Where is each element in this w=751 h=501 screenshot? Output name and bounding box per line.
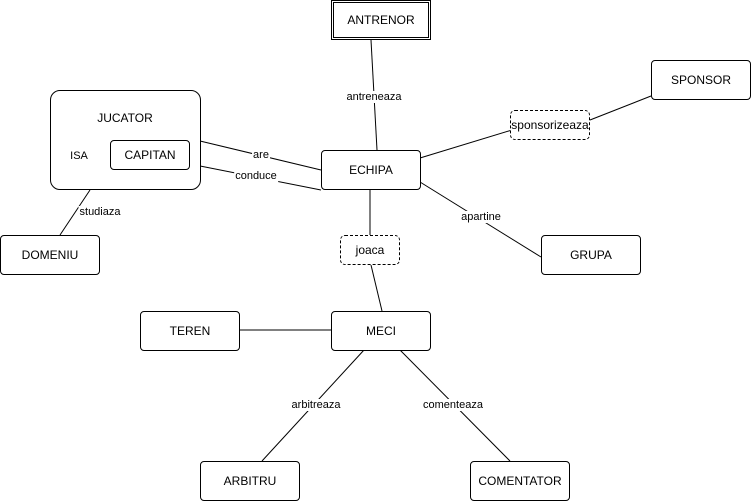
edge-echipa-sponsorizeaza (419, 129, 513, 159)
edge-label-apartine: apartine (460, 211, 502, 223)
edge-label-antreneaza: antreneaza (345, 91, 403, 103)
entity-teren[interactable]: TEREN (140, 311, 240, 351)
entity-meci[interactable]: MECI (331, 311, 431, 351)
entity-grupa[interactable]: GRUPA (541, 235, 641, 275)
entity-sponsor[interactable]: SPONSOR (651, 60, 751, 100)
edge-label-studiaza: studiaza (78, 206, 122, 218)
edge-label-comenteaza: comenteaza (422, 399, 484, 411)
edge-label-isa: ISA (69, 150, 89, 162)
relationship-joaca[interactable]: joaca (340, 235, 400, 265)
entity-echipa[interactable]: ECHIPA (321, 150, 421, 190)
entity-capitan[interactable]: CAPITAN (110, 140, 190, 170)
edge-label-are: are (252, 149, 270, 161)
entity-domeniu[interactable]: DOMENIU (0, 235, 100, 275)
edge-jucator-domeniu (59, 189, 91, 236)
edge-label-arbitreaza: arbitreaza (290, 399, 342, 411)
entity-jucator-label: JUCATOR (97, 111, 153, 125)
entity-antrenor[interactable]: ANTRENOR (331, 0, 431, 40)
entity-arbitru[interactable]: ARBITRU (200, 461, 300, 501)
edge-joaca-meci (370, 264, 383, 312)
edge-label-conduce: conduce (234, 170, 278, 182)
edge-sponsorizeaza-sponsor (589, 95, 652, 121)
entity-comentator[interactable]: COMENTATOR (470, 461, 570, 501)
relationship-sponsorizeaza[interactable]: sponsorizeaza (510, 110, 590, 140)
